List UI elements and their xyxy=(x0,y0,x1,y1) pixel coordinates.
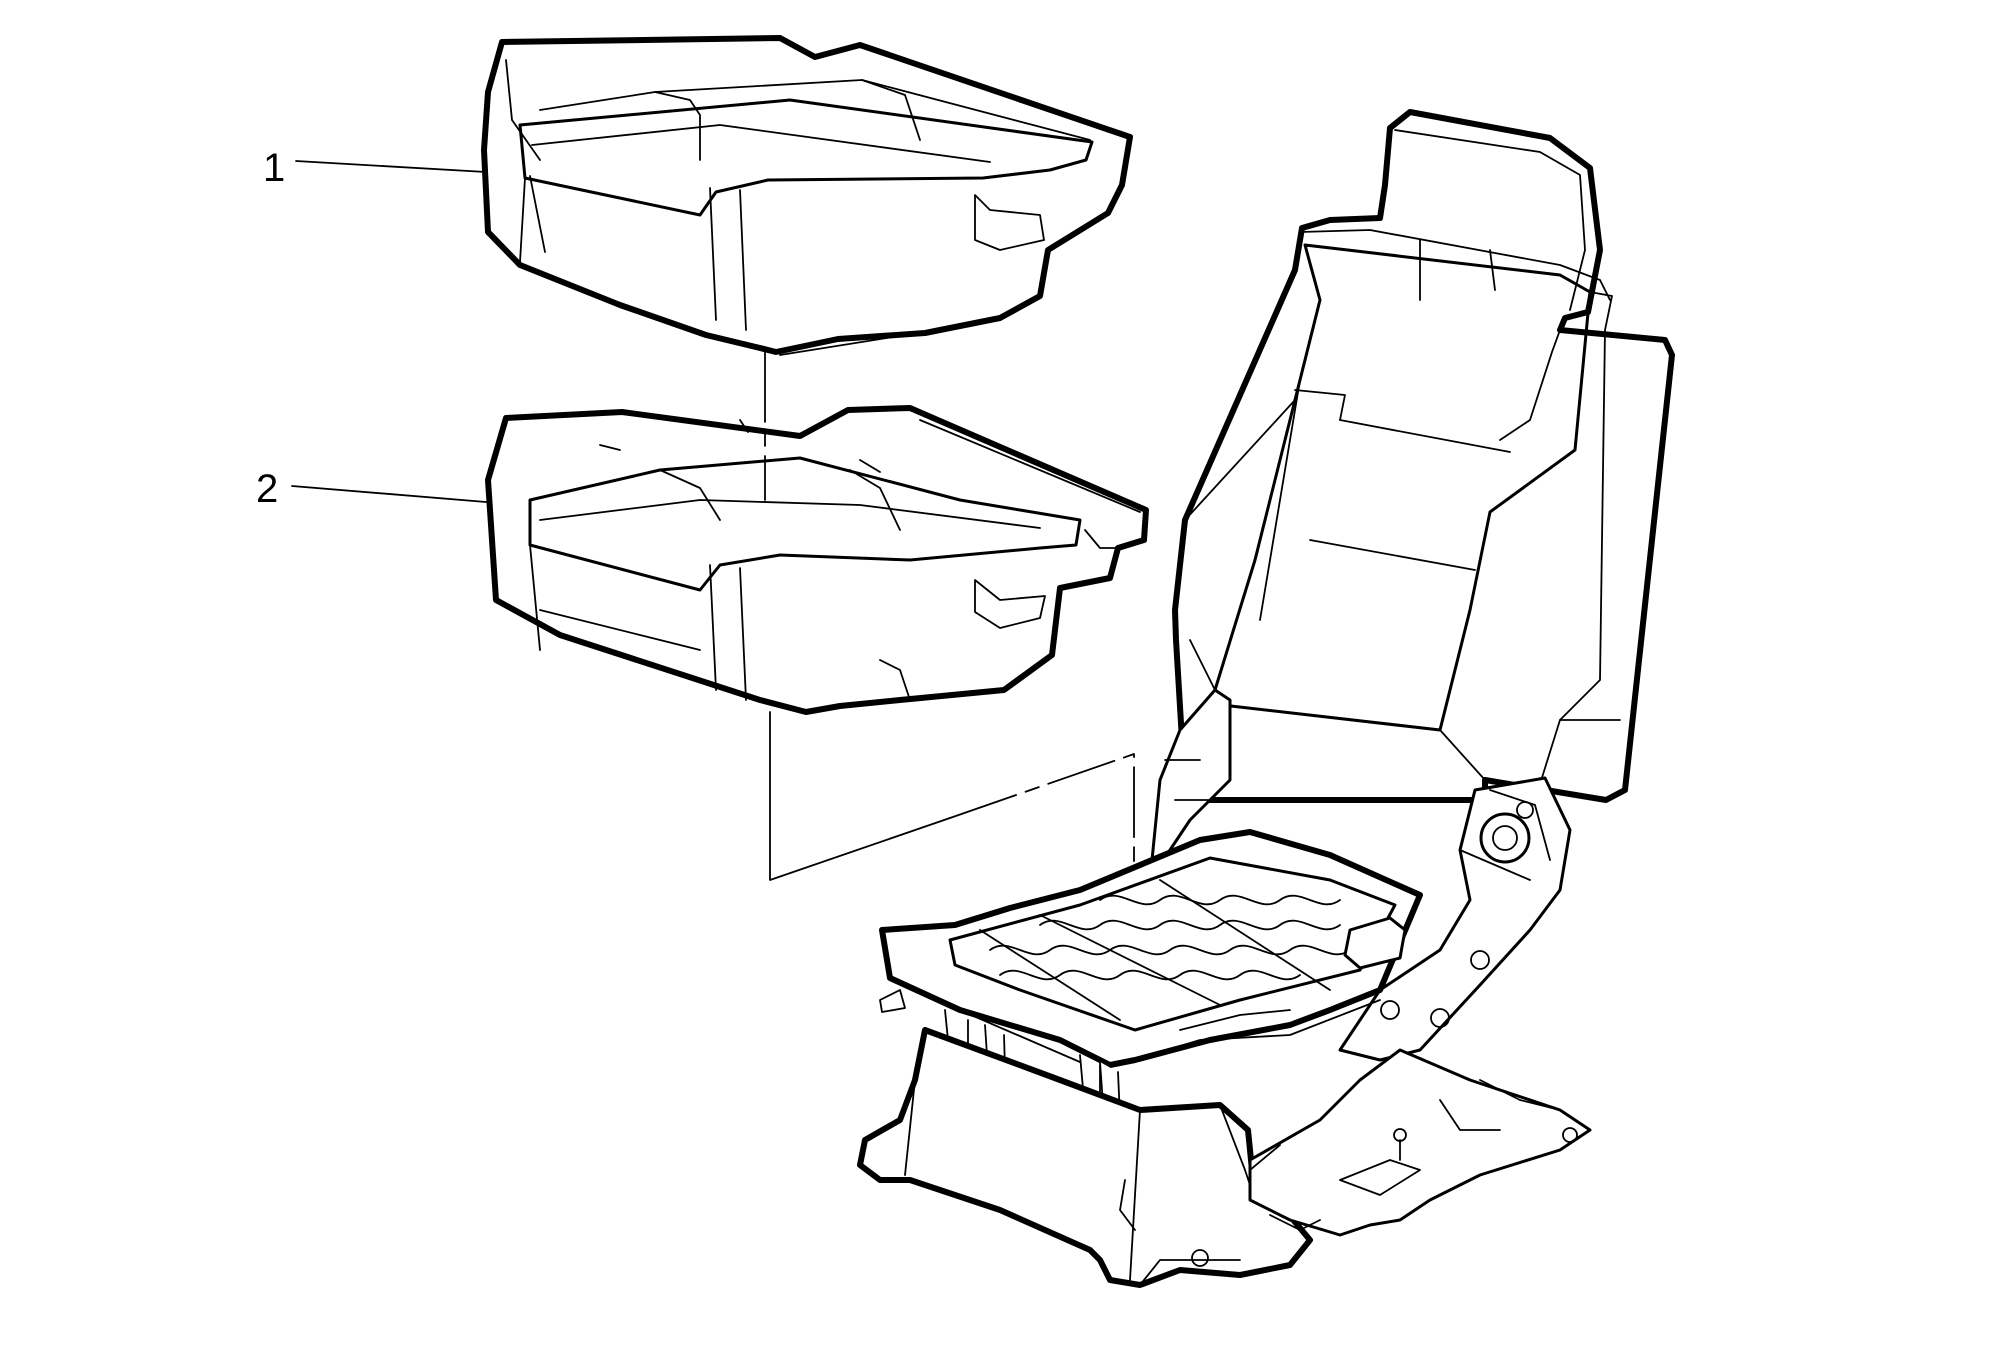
seat-cushion-pad xyxy=(485,405,1149,715)
callout-1-leader xyxy=(295,160,487,173)
callout-1-label: 1 xyxy=(263,146,285,190)
callout-2-leader xyxy=(291,485,487,503)
assembly-line-lower xyxy=(769,711,951,881)
seat-cushion-cover xyxy=(481,35,1133,356)
callout-2: 2 xyxy=(256,467,487,511)
callout-1: 1 xyxy=(263,146,487,190)
seat-riser xyxy=(857,1027,1592,1288)
callout-2-label: 2 xyxy=(256,467,278,511)
seat-back xyxy=(1172,109,1675,803)
seat-frame xyxy=(879,688,1572,1131)
